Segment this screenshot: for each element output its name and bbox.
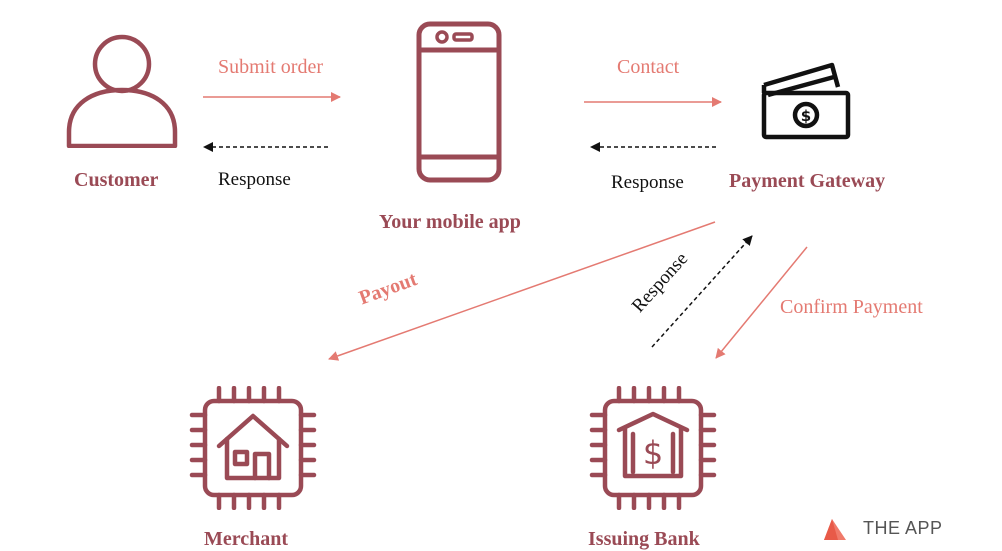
response-customer-label: Response bbox=[218, 169, 291, 190]
contact-label: Contact bbox=[617, 56, 680, 78]
confirm-payment-arrow bbox=[715, 246, 808, 359]
user-icon bbox=[66, 34, 178, 148]
payment-gateway-label: Payment Gateway bbox=[729, 170, 886, 192]
response-bank-arrow bbox=[651, 235, 753, 348]
submit-order-label: Submit order bbox=[218, 56, 323, 78]
brand-name: THE APP bbox=[863, 518, 943, 538]
svg-text:$: $ bbox=[643, 434, 663, 472]
response-app-label: Response bbox=[611, 172, 684, 193]
bank-chip-icon: $ bbox=[589, 386, 717, 510]
confirm-payment-label: Confirm Payment bbox=[780, 296, 923, 318]
payout-arrow bbox=[328, 221, 716, 361]
customer-label: Customer bbox=[74, 169, 159, 191]
payment-card-icon: $ bbox=[761, 62, 851, 140]
smartphone-icon bbox=[416, 21, 502, 183]
brand-logo-icon bbox=[824, 519, 846, 540]
svg-text:$: $ bbox=[801, 107, 811, 125]
mobile-app-label: Your mobile app bbox=[379, 211, 521, 233]
merchant-chip-icon bbox=[189, 386, 317, 510]
